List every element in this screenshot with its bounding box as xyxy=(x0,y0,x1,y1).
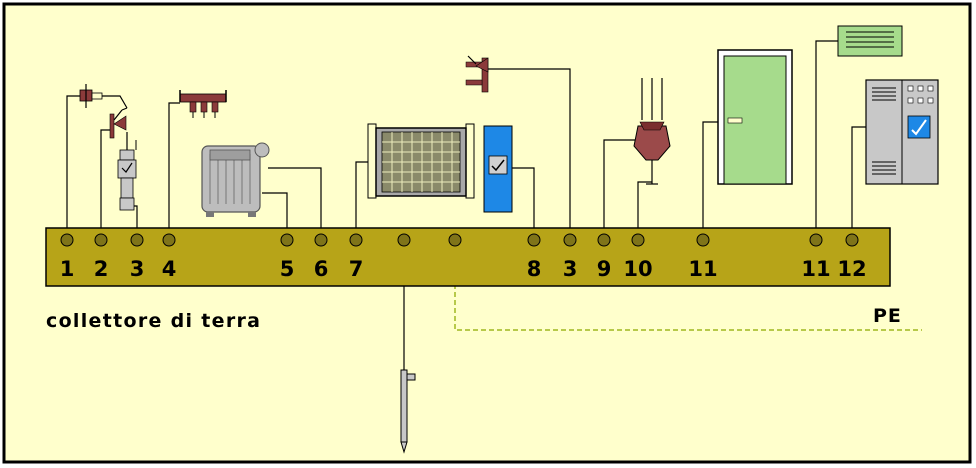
terminal-label: 7 xyxy=(349,257,364,281)
terminal-label: 3 xyxy=(130,257,145,281)
cutout-switch-icon xyxy=(109,107,128,139)
earth-rod-icon xyxy=(400,369,416,454)
terminal xyxy=(60,233,74,247)
fuse-disconnector-icon xyxy=(78,84,128,109)
disconnector-icon xyxy=(465,55,489,93)
switchgear-cell-icon xyxy=(367,123,475,199)
terminal-label: 4 xyxy=(162,257,177,281)
terminal xyxy=(280,233,294,247)
terminal-label: 3 xyxy=(563,257,578,281)
pe-label: PE xyxy=(873,305,902,327)
terminal-label: 10 xyxy=(623,257,652,281)
terminal xyxy=(696,233,710,247)
terminal-label: 12 xyxy=(837,257,866,281)
terminal xyxy=(631,233,645,247)
surge-arrester-icon xyxy=(117,132,137,211)
terminal-label: 11 xyxy=(801,257,830,281)
electrical-cabinet-icon xyxy=(865,79,939,185)
terminal xyxy=(563,233,577,247)
terminal xyxy=(527,233,541,247)
terminal-label: 2 xyxy=(94,257,109,281)
terminal-label: 6 xyxy=(314,257,329,281)
terminal-label: 11 xyxy=(688,257,717,281)
terminal-pe xyxy=(448,233,462,247)
earth-busbar xyxy=(45,227,891,287)
connection-wires xyxy=(66,40,866,375)
terminal xyxy=(162,233,176,247)
terminal-numbers: 1 2 3 4 5 6 7 8 3 9 10 11 11 12 xyxy=(60,257,867,281)
terminal-label: 1 xyxy=(60,257,75,281)
terminal-label: 9 xyxy=(597,257,612,281)
terminal-label: 8 xyxy=(527,257,542,281)
ventilation-grille-icon xyxy=(837,25,903,57)
terminal-earth-rod xyxy=(397,233,411,247)
busbar-terminals xyxy=(60,233,859,247)
terminal xyxy=(349,233,363,247)
terminal xyxy=(314,233,328,247)
control-box-icon xyxy=(483,125,513,213)
transformer-icon xyxy=(201,142,270,217)
door-icon xyxy=(717,49,793,185)
bushing-bar-icon xyxy=(179,90,227,118)
terminal xyxy=(597,233,611,247)
terminal-label: 5 xyxy=(280,257,295,281)
collector-caption: collettore di terra xyxy=(46,310,261,332)
potential-transformer-icon xyxy=(633,78,671,185)
terminal xyxy=(130,233,144,247)
terminal xyxy=(809,233,823,247)
terminal xyxy=(94,233,108,247)
terminal xyxy=(845,233,859,247)
